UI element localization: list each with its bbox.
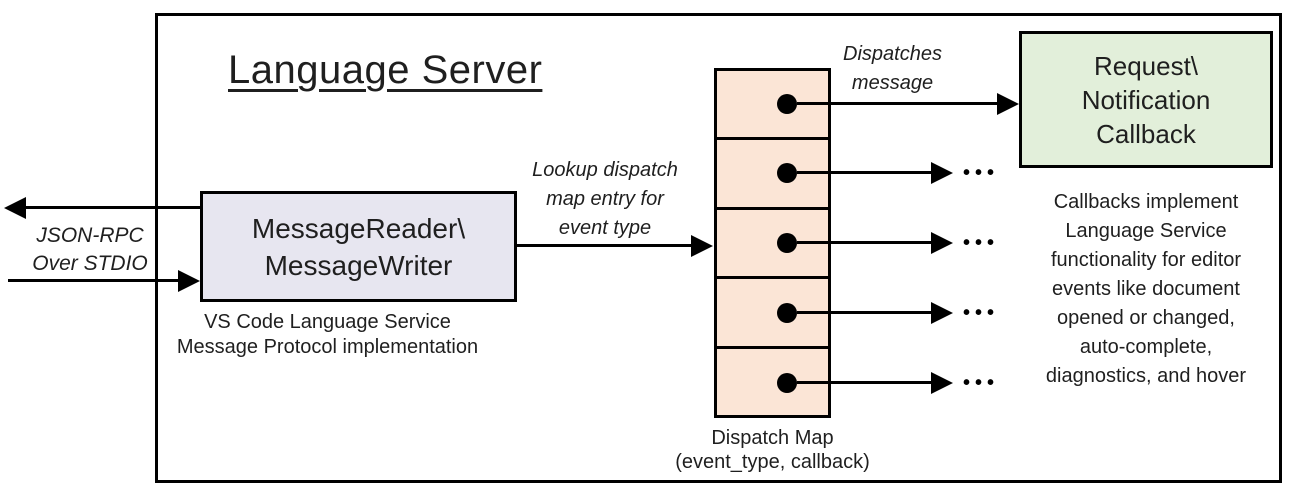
callback-note-line: Callbacks implement xyxy=(1053,191,1239,213)
dispatch-entry-dot xyxy=(777,233,797,253)
diagram-title: Language Server xyxy=(228,48,543,92)
dispatch-arrow-4-line xyxy=(797,311,931,314)
dispatch-arrow-3-head-icon xyxy=(931,232,953,254)
dispatches-label-line1: Dispatches xyxy=(843,43,942,65)
ellipsis-3: ••• xyxy=(963,232,1000,254)
dispatch-arrow-5-head-icon xyxy=(931,372,953,394)
callback-note-line: diagnostics, and hover xyxy=(1045,365,1247,387)
dispatch-arrow-1-line xyxy=(797,102,997,105)
lookup-label-line2: map entry for xyxy=(546,188,664,210)
callback-box-line3: Callback xyxy=(1096,118,1196,149)
request-notification-callback-box: Request\ Notification Callback xyxy=(1019,31,1273,168)
ellipsis-4: ••• xyxy=(963,302,1000,324)
message-box-caption-line2: Message Protocol implementation xyxy=(176,336,479,358)
callback-box-line1: Request\ xyxy=(1093,50,1199,81)
callback-note-line: auto-complete, xyxy=(1079,336,1213,358)
dispatch-arrow-1-head-icon xyxy=(997,93,1019,115)
dispatch-entry-dot xyxy=(777,163,797,183)
lookup-label-line1: Lookup dispatch xyxy=(532,159,678,181)
dispatch-arrow-4-head-icon xyxy=(931,302,953,324)
stdio-in-arrow-line xyxy=(8,279,178,282)
dispatch-cell xyxy=(717,276,828,346)
dispatch-map-label-line1: Dispatch Map xyxy=(711,427,834,449)
dispatch-arrow-2-head-icon xyxy=(931,162,953,184)
lookup-arrowhead-icon xyxy=(691,235,713,257)
dispatch-map xyxy=(714,68,831,418)
message-box-caption: VS Code Language Service Message Protoco… xyxy=(160,310,495,360)
callback-note: Callbacks implement Language Service fun… xyxy=(1010,188,1282,391)
dispatch-arrow-3-line xyxy=(797,241,931,244)
stdio-label-line2: Over STDIO xyxy=(32,252,148,275)
callback-note-line: Language Service xyxy=(1065,220,1227,242)
stdio-in-arrowhead-icon xyxy=(178,270,200,292)
dispatch-entry-dot xyxy=(777,373,797,393)
stdio-label-line1: JSON-RPC xyxy=(36,224,144,247)
dispatch-arrow-5-line xyxy=(797,381,931,384)
ellipsis-2: ••• xyxy=(963,162,1000,184)
stdio-out-arrow-line xyxy=(24,206,200,209)
lookup-arrow-line xyxy=(517,244,691,247)
callback-note-line: events like document xyxy=(1052,278,1240,300)
stdio-out-arrowhead-icon xyxy=(4,197,26,219)
ellipsis-5: ••• xyxy=(963,372,1000,394)
dispatches-label-line2: message xyxy=(851,72,934,94)
stdio-label: JSON-RPC Over STDIO xyxy=(20,222,160,278)
lookup-label-line3: event type xyxy=(558,217,652,239)
callback-note-line: opened or changed, xyxy=(1057,307,1235,329)
language-server-outer-box xyxy=(155,13,1282,483)
lookup-label: Lookup dispatch map entry for event type xyxy=(515,156,695,243)
dispatch-entry-dot xyxy=(777,94,797,114)
dispatch-arrow-2-line xyxy=(797,171,931,174)
callback-note-line: functionality for editor xyxy=(1050,249,1242,271)
message-reader-writer-box: MessageReader\ MessageWriter xyxy=(200,191,517,302)
dispatch-map-label: Dispatch Map (event_type, callback) xyxy=(655,426,890,474)
dispatch-map-label-line2: (event_type, callback) xyxy=(675,451,870,473)
callback-box-line2: Notification xyxy=(1081,84,1211,115)
message-box-caption-line1: VS Code Language Service xyxy=(204,311,451,333)
dispatches-label: Dispatches message xyxy=(830,40,955,98)
message-box-line2: MessageWriter xyxy=(264,249,453,281)
dispatch-entry-dot xyxy=(777,303,797,323)
dispatch-cell xyxy=(717,345,828,416)
message-box-line1: MessageReader\ xyxy=(251,212,466,244)
